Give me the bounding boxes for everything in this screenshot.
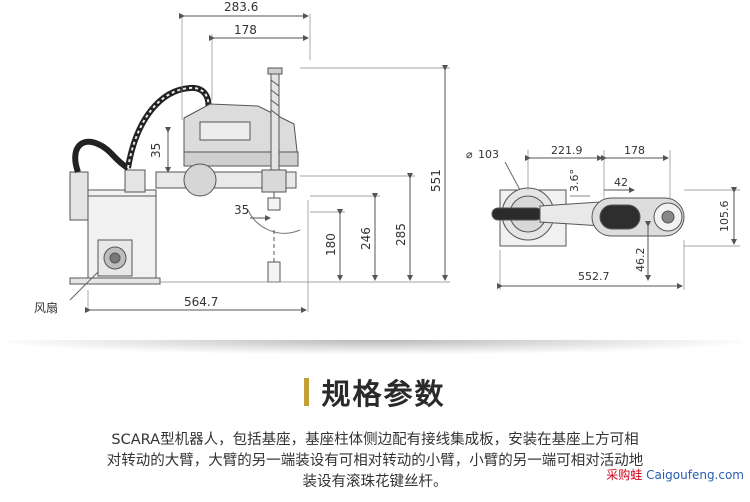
- watermark-cn: 采购蛙: [606, 468, 643, 482]
- ball-screw: [270, 73, 280, 181]
- section-title-text: 规格参数: [321, 377, 446, 411]
- top-view: [491, 150, 740, 290]
- card-shadow: [8, 340, 742, 354]
- dim-top-arm2: 178: [624, 144, 645, 157]
- dim-diameter-symbol: ⌀: [466, 148, 473, 161]
- dim-angle: 3.6°: [568, 169, 581, 192]
- dim-h3: 285: [394, 223, 408, 246]
- dim-h1: 180: [324, 233, 338, 256]
- dim-h2: 246: [359, 227, 373, 250]
- dim-arm2: 178: [234, 23, 257, 37]
- watermark: 采购蛙 Caigoufeng.com: [606, 466, 744, 483]
- dim-top-arm1: 221.9: [551, 144, 583, 157]
- dim-top-length: 552.7: [578, 270, 610, 283]
- dim-top-width: 105.6: [718, 201, 731, 233]
- dim-total-height: 551: [429, 169, 443, 192]
- dim-base: 564.7: [184, 295, 218, 309]
- description-line-2: 对转动的大臂，大臂的另一端装设有可相对转动的小臂，小臂的另一端可相对活动地: [106, 453, 644, 469]
- label-fan: 风扇: [34, 300, 58, 315]
- dim-arm-height: 35: [149, 143, 163, 158]
- dim-total-reach: 283.6: [224, 0, 258, 14]
- side-view: [69, 13, 450, 313]
- description: SCARA型机器人，包括基座，基座柱体侧边配有接线集成板，安装在基座上方可相 对…: [70, 430, 680, 493]
- dim-offset: 35: [234, 203, 249, 217]
- dim-top-42: 42: [614, 176, 628, 189]
- top-cable: [491, 207, 543, 221]
- description-line-1: SCARA型机器人，包括基座，基座柱体侧边配有接线集成板，安装在基座上方可相: [111, 432, 639, 448]
- dim-top-46: 46.2: [634, 248, 647, 273]
- title-accent-bar: [304, 378, 310, 406]
- section-title: 规格参数: [0, 372, 750, 412]
- description-line-3: 装设有滚珠花键丝杆。: [302, 474, 448, 490]
- drawing-area: 283.6 178 35 35 551 285 246 180 564.7 风扇: [34, 0, 740, 315]
- dim-diameter: 103: [478, 148, 499, 161]
- watermark-en: Caigoufeng.com: [646, 468, 744, 482]
- technical-drawing: 283.6 178 35 35 551 285 246 180 564.7 风扇: [34, 0, 740, 315]
- cable-lower: [72, 138, 130, 174]
